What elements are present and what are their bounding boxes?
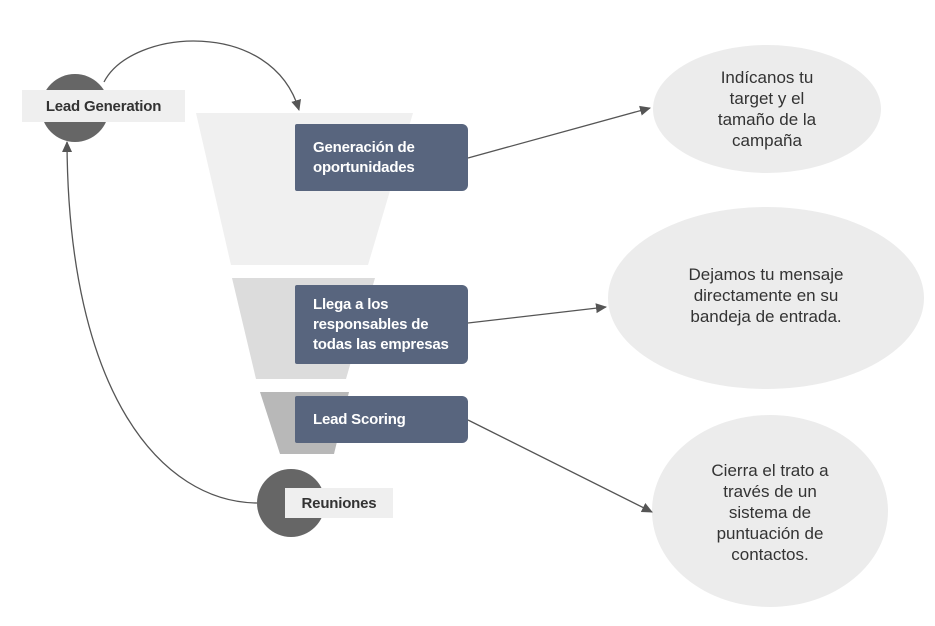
outcome-2-line-3: bandeja de entrada. xyxy=(690,306,842,326)
outcome-3-line-5: contactos. xyxy=(731,545,809,564)
outcome-2-line-1: Dejamos tu mensaje xyxy=(688,264,844,284)
stage-2-line-1: Llega a los xyxy=(313,295,389,313)
loop-arrow-to-funnel xyxy=(103,40,301,111)
lead-generation-tag: Lead Generation xyxy=(22,90,185,122)
stage-1-to-outcome-arrow xyxy=(467,105,651,159)
outcome-bubble-2 xyxy=(608,207,924,389)
stage-3-line-1: Lead Scoring xyxy=(313,410,406,428)
outcome-text-3: Cierra el trato a través de un sistema d… xyxy=(670,455,870,570)
outcome-text-1: Indícanos tu target y el tamaño de la ca… xyxy=(667,62,867,156)
stage-box-lead-scoring: Lead Scoring xyxy=(295,396,468,443)
stage-2-line-3: todas las empresas xyxy=(313,335,449,353)
stage-2-to-outcome-arrow xyxy=(467,303,607,324)
outcome-3-line-3: sistema de xyxy=(728,503,812,522)
outcome-bubble-1 xyxy=(653,45,881,173)
outcome-3-line-4: puntuación de xyxy=(716,524,824,543)
outcome-1-line-2: target y el xyxy=(729,89,805,108)
outcome-3-line-2: través de un xyxy=(723,482,817,501)
outcome-text-2: Dejamos tu mensaje directamente en su ba… xyxy=(646,258,886,332)
stage-3-to-outcome-arrow xyxy=(467,419,653,513)
outcome-1-line-4: campaña xyxy=(732,131,802,150)
stage-1-line-1: Generación de xyxy=(313,138,415,156)
outcome-2-line-2: directamente en su xyxy=(693,285,839,305)
stage-box-responsables: Llega a los responsables de todas las em… xyxy=(295,285,468,364)
lead-generation-label: Lead Generation xyxy=(45,97,162,115)
outcome-bubble-3 xyxy=(652,415,888,607)
reuniones-label: Reuniones xyxy=(301,494,377,512)
reuniones-tag: Reuniones xyxy=(285,488,393,518)
stage-2-line-2: responsables de xyxy=(313,315,429,333)
outcome-3-line-1: Cierra el trato a xyxy=(711,461,829,480)
outcome-1-line-3: tamaño de la xyxy=(717,110,817,129)
loop-arrow-back-to-lead-generation xyxy=(62,141,258,504)
outcome-1-line-1: Indícanos tu xyxy=(720,68,814,87)
stage-box-generacion: Generación de oportunidades xyxy=(295,124,468,191)
stage-1-line-2: oportunidades xyxy=(313,158,415,176)
